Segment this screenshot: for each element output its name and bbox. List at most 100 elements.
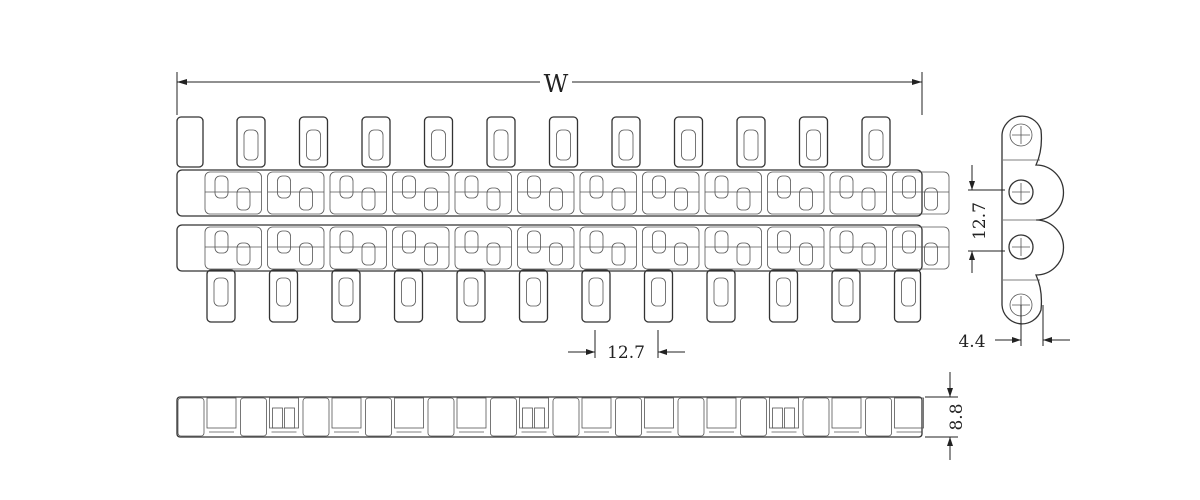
slot (486, 242, 501, 266)
slot (214, 230, 229, 254)
slot (736, 242, 751, 266)
slot (589, 230, 604, 254)
width-dimension: W (176, 70, 923, 115)
height-label: 8.8 (947, 403, 967, 430)
width-label: W (544, 70, 569, 98)
slot (213, 277, 229, 307)
side-gap (769, 397, 799, 429)
link-loop (204, 226, 262, 270)
slot (402, 175, 416, 199)
slot (611, 187, 626, 211)
pin-hole (1008, 179, 1034, 205)
top-tooth (361, 116, 391, 168)
bottom-tooth (456, 269, 486, 323)
slot (306, 129, 321, 161)
link-loop (829, 171, 887, 215)
slot (618, 129, 634, 161)
bottom-tooth (581, 269, 611, 323)
slot (236, 242, 251, 266)
slot (924, 242, 938, 266)
side-gap (706, 397, 737, 429)
side-block (740, 397, 767, 437)
side-gap (456, 397, 487, 429)
slot (339, 230, 354, 254)
slot (902, 230, 916, 254)
side-detail (784, 407, 795, 429)
bottom-tooth (831, 269, 861, 323)
slot (652, 230, 666, 254)
slot (714, 175, 729, 199)
link-loop (392, 171, 450, 215)
slot (368, 129, 384, 161)
slot (681, 129, 696, 161)
slot (839, 230, 854, 254)
link-loop (767, 171, 825, 215)
bottom-tooth (893, 269, 922, 323)
slot (214, 175, 229, 199)
slot (339, 175, 354, 199)
slot (549, 187, 563, 211)
side-block (240, 397, 267, 437)
link-loop (829, 226, 887, 270)
link-loop (892, 226, 950, 270)
slot (401, 277, 416, 307)
side-detail (284, 407, 295, 429)
slot (299, 242, 313, 266)
slot (424, 187, 438, 211)
slot (463, 277, 479, 307)
slot (861, 187, 876, 211)
slot (361, 187, 376, 211)
side-detail (534, 407, 545, 429)
side-block (865, 397, 892, 437)
side-block (615, 397, 642, 437)
side-detail (272, 407, 283, 429)
pitch-dimension-end: 12.7 (968, 165, 1005, 273)
side-gap (831, 397, 862, 429)
bottom-tooth (268, 269, 299, 323)
slot (431, 129, 446, 161)
top-tooth (176, 116, 204, 168)
top-tooth (548, 116, 579, 168)
slot (777, 175, 791, 199)
link-loop (642, 226, 700, 270)
link-loop (204, 171, 262, 215)
side-block (490, 397, 517, 437)
slot (743, 129, 759, 161)
bottom-tooth (706, 269, 736, 323)
bottom-tooth (643, 269, 674, 323)
side-gap (394, 397, 424, 429)
slot (556, 129, 571, 161)
slot (868, 129, 884, 161)
slot (651, 277, 666, 307)
slot (806, 129, 821, 161)
bottom-tooth (518, 269, 549, 323)
slot (924, 187, 938, 211)
side-gap (269, 397, 299, 429)
slot (526, 277, 541, 307)
slot (799, 242, 813, 266)
top-tooth (673, 116, 704, 168)
link-loop (517, 226, 575, 270)
slot (236, 187, 251, 211)
pitch-label-top: 12.7 (607, 343, 645, 363)
slot (838, 277, 854, 307)
slot (777, 230, 791, 254)
top-view (176, 116, 950, 323)
slot (901, 277, 916, 307)
link-loop (267, 226, 325, 270)
side-outline (176, 396, 923, 438)
slot (674, 242, 688, 266)
top-tooth (298, 116, 329, 168)
bottom-tooth (331, 269, 361, 323)
bottom-tooth (206, 269, 236, 323)
side-block (677, 397, 705, 437)
link-loop (704, 226, 762, 270)
link-loop (642, 171, 700, 215)
side-block (427, 397, 455, 437)
side-block (802, 397, 830, 437)
side-detail (522, 407, 533, 429)
pin-hole (1008, 234, 1034, 260)
side-block (552, 397, 580, 437)
link-loop (392, 226, 450, 270)
link-loop (454, 171, 512, 215)
